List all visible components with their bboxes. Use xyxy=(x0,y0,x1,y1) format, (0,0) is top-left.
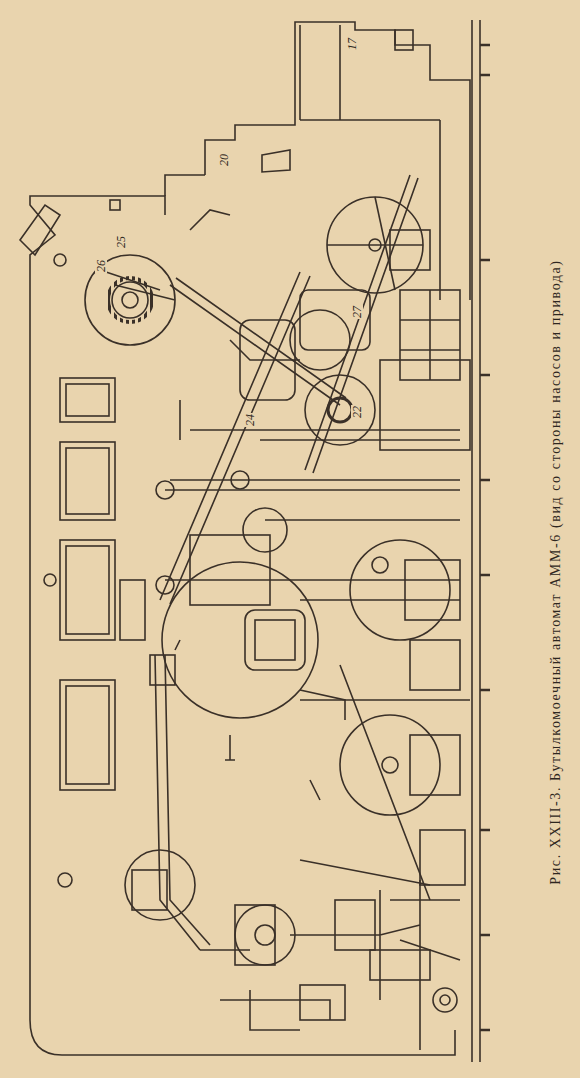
callout-number: 25 xyxy=(115,235,127,249)
callout-number: 22 xyxy=(351,405,363,419)
callout-number: 20 xyxy=(218,153,230,167)
callout-number: 17 xyxy=(346,37,358,51)
callout-number: 27 xyxy=(351,305,363,319)
callout-number: 24 xyxy=(244,413,256,427)
figure-caption: Рис. XXIII-3. Бутылкомоечный автомат АММ… xyxy=(549,259,563,884)
callout-number: 26 xyxy=(95,259,107,273)
